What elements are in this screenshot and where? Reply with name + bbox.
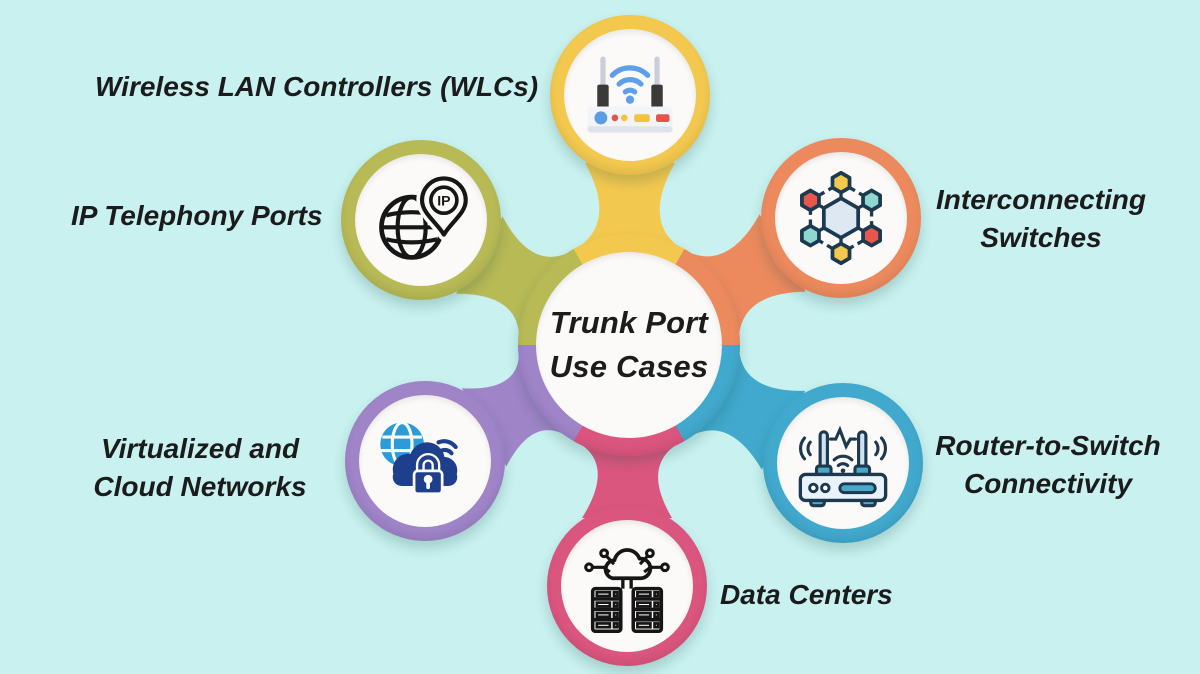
central-hub-face: Trunk Port Use Cases [536, 252, 722, 438]
label-interconnecting-switches: Interconnecting Switches [935, 184, 1146, 254]
node-face [359, 395, 491, 527]
diagram-title-line2: Use Cases [549, 349, 709, 384]
node-wireless-lan-controllers [550, 15, 710, 175]
node-data-centers [547, 506, 707, 666]
label-virtualized-cloud: Virtualized and Cloud Networks [93, 433, 307, 503]
node-face [775, 152, 907, 284]
node-face [561, 520, 693, 652]
ip-globe-pin-icon: IP [369, 168, 473, 272]
label-data-centers: Data Centers [720, 579, 893, 610]
node-interconnecting-switches [761, 138, 921, 298]
label-wireless-lan-controllers: Wireless LAN Controllers (WLCs) [95, 71, 539, 102]
connector-bottom [579, 443, 679, 518]
central-hub-circle: Trunk Port Use Cases [518, 234, 740, 456]
label-ip-telephony: IP Telephony Ports [71, 200, 323, 231]
node-face [564, 29, 696, 161]
node-ip-telephony: IP [341, 140, 501, 300]
connector-top [579, 163, 679, 247]
svg-text:IP: IP [437, 192, 450, 208]
hex-network-icon [789, 166, 893, 270]
label-router-to-switch: Router-to-Switch Connectivity [935, 430, 1161, 500]
wifi-router-icon [578, 43, 682, 147]
node-face [777, 397, 909, 529]
node-router-to-switch [763, 383, 923, 543]
wireless-router-outline-icon [791, 411, 895, 515]
diagram-title-line1: Trunk Port [549, 304, 709, 340]
node-virtualized-cloud [345, 381, 505, 541]
cloud-server-icon [575, 534, 679, 638]
connector-bottom-left [461, 349, 569, 467]
secure-cloud-icon [373, 409, 477, 513]
node-face: IP [355, 154, 487, 286]
